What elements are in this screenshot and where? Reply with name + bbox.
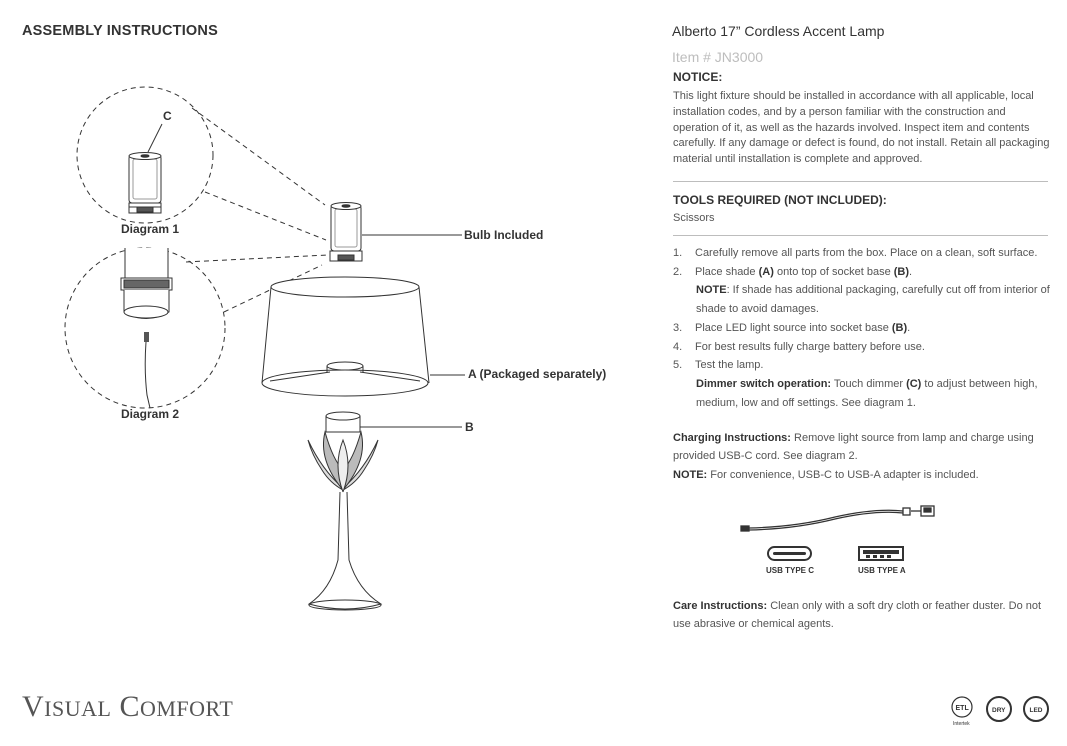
notice-heading: NOTICE:	[673, 70, 723, 84]
step-3: 3. Place LED light source into socket ba…	[673, 321, 911, 334]
dimmer-text: Dimmer switch operation: Touch dimmer (C…	[696, 377, 1038, 409]
charging-instructions: Charging Instructions: Remove light sour…	[673, 432, 1034, 462]
svg-text:ETL: ETL	[956, 705, 970, 712]
usb-a-port-icon	[858, 546, 904, 561]
brand-logo: VISUAL COMFORT	[22, 690, 234, 723]
svg-text:DRY: DRY	[992, 707, 1006, 714]
product-title: Alberto 17” Cordless Accent Lamp	[672, 23, 885, 39]
notice-text: This light fixture should be installed i…	[673, 90, 1050, 166]
label-c: C	[163, 109, 172, 123]
usb-cable-icon: USB TYPE C USB TYPE A	[740, 505, 935, 575]
label-diagram-2: Diagram 2	[121, 407, 179, 421]
item-number: Item # JN3000	[672, 49, 764, 65]
svg-text:LED: LED	[1030, 707, 1043, 714]
tools-value: Scissors	[673, 212, 715, 224]
step-4: 4. For best results fully charge battery…	[673, 340, 925, 353]
label-bulb-included: Bulb Included	[464, 228, 543, 242]
usb-c-port-icon	[767, 546, 812, 561]
diagram-2-circle	[64, 247, 226, 409]
divider	[673, 235, 1048, 236]
step-5: 5. Test the lamp.	[673, 359, 764, 372]
divider	[673, 181, 1048, 182]
care-instructions: Care Instructions: Clean only with a sof…	[673, 600, 1042, 630]
label-a: A (Packaged separately)	[468, 367, 606, 381]
page-title: ASSEMBLY INSTRUCTIONS	[22, 23, 218, 39]
etl-icon: ETL Intertek	[951, 696, 973, 727]
certification-icons: ETL Intertek DRY LED	[951, 696, 1049, 727]
led-icon: LED	[1023, 696, 1049, 722]
label-diagram-1: Diagram 1	[121, 222, 179, 236]
usb-c-label: USB TYPE C	[766, 566, 814, 575]
svg-text:Intertek: Intertek	[953, 721, 970, 727]
dry-icon: DRY	[986, 696, 1012, 722]
steps-list: 1. Carefully remove all parts from the b…	[673, 244, 1058, 412]
label-b: B	[465, 420, 474, 434]
diagram-1-circle	[76, 86, 214, 224]
tools-heading: TOOLS REQUIRED (NOT INCLUDED):	[673, 193, 887, 207]
lamp-diagram: C Diagram 1 Diagram 2 Bulb Included A (P…	[64, 86, 606, 611]
usb-a-label: USB TYPE A	[858, 566, 906, 575]
step-1: 1. Carefully remove all parts from the b…	[673, 247, 1038, 259]
adapter-note: NOTE: For convenience, USB-C to USB-A ad…	[673, 469, 979, 481]
step-2-note: NOTE: If shade has additional packaging,…	[696, 284, 1050, 316]
step-2: 2. Place shade (A) onto top of socket ba…	[673, 265, 913, 278]
